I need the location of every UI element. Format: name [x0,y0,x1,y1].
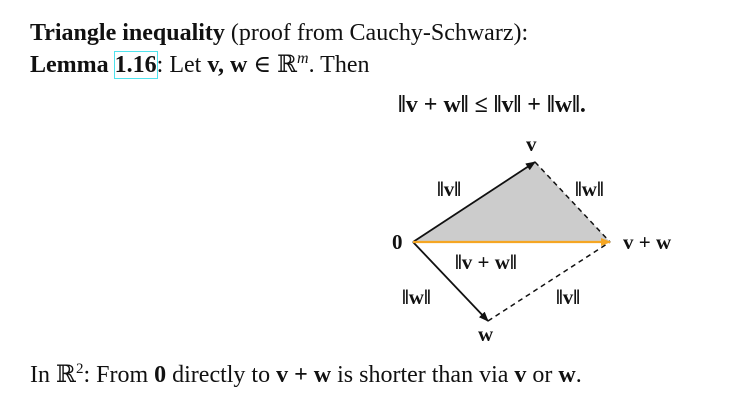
origin-label: 0 [392,230,403,254]
footer-text: : From [83,362,155,388]
norm-v-top: ‖v‖ [437,177,461,201]
w-label: w [478,322,494,346]
dashed-v-edge [487,241,611,322]
footer-v: v [514,362,527,388]
footer-text: directly to [166,362,277,388]
footer-text: . [575,362,582,388]
shaded-triangle [413,162,610,242]
lemma-ref-link[interactable]: 1.16 [113,51,158,79]
sum-label: v + w [623,230,672,254]
heading-title: Triangle inequality [30,20,225,46]
norm-w-bottom: ‖w‖ [402,285,431,309]
lemma-statement: Lemma 1.16: Let v, w ∈ ℝm. Then [30,50,370,79]
lemma-text-in: ∈ ℝ [247,52,298,78]
vector-v-arrow [412,161,536,243]
footer-sup: 2 [75,361,84,377]
vector-w-arrow [412,241,489,322]
footer-vw: v + w [276,362,332,388]
formula: ‖v + w‖ ≤ ‖v‖ + ‖w‖. [398,92,586,118]
norm-sum-label: ‖v + w‖ [455,250,517,274]
dashed-w-edge [534,161,611,243]
footer-text: In ℝ [30,362,76,388]
footer-w: w [558,362,576,388]
footer-zero: 0 [154,362,167,388]
footer-text: or [526,362,559,388]
footer-text: is shorter than via [331,362,515,388]
lemma-text: : Let [156,52,208,78]
norm-v-bottom: ‖v‖ [556,285,580,309]
v-label: v [526,132,537,156]
lemma-vars: v, w [207,52,248,78]
heading: Triangle inequality (proof from Cauchy-S… [30,20,528,47]
heading-subtitle: (proof from Cauchy-Schwarz): [224,20,529,46]
norm-w-top: ‖w‖ [575,177,604,201]
footer-sentence: In ℝ2: From 0 directly to v + w is short… [30,360,582,389]
lemma-label: Lemma [30,52,115,78]
lemma-text-after: . Then [308,52,370,78]
lemma-sup: m [297,50,309,67]
